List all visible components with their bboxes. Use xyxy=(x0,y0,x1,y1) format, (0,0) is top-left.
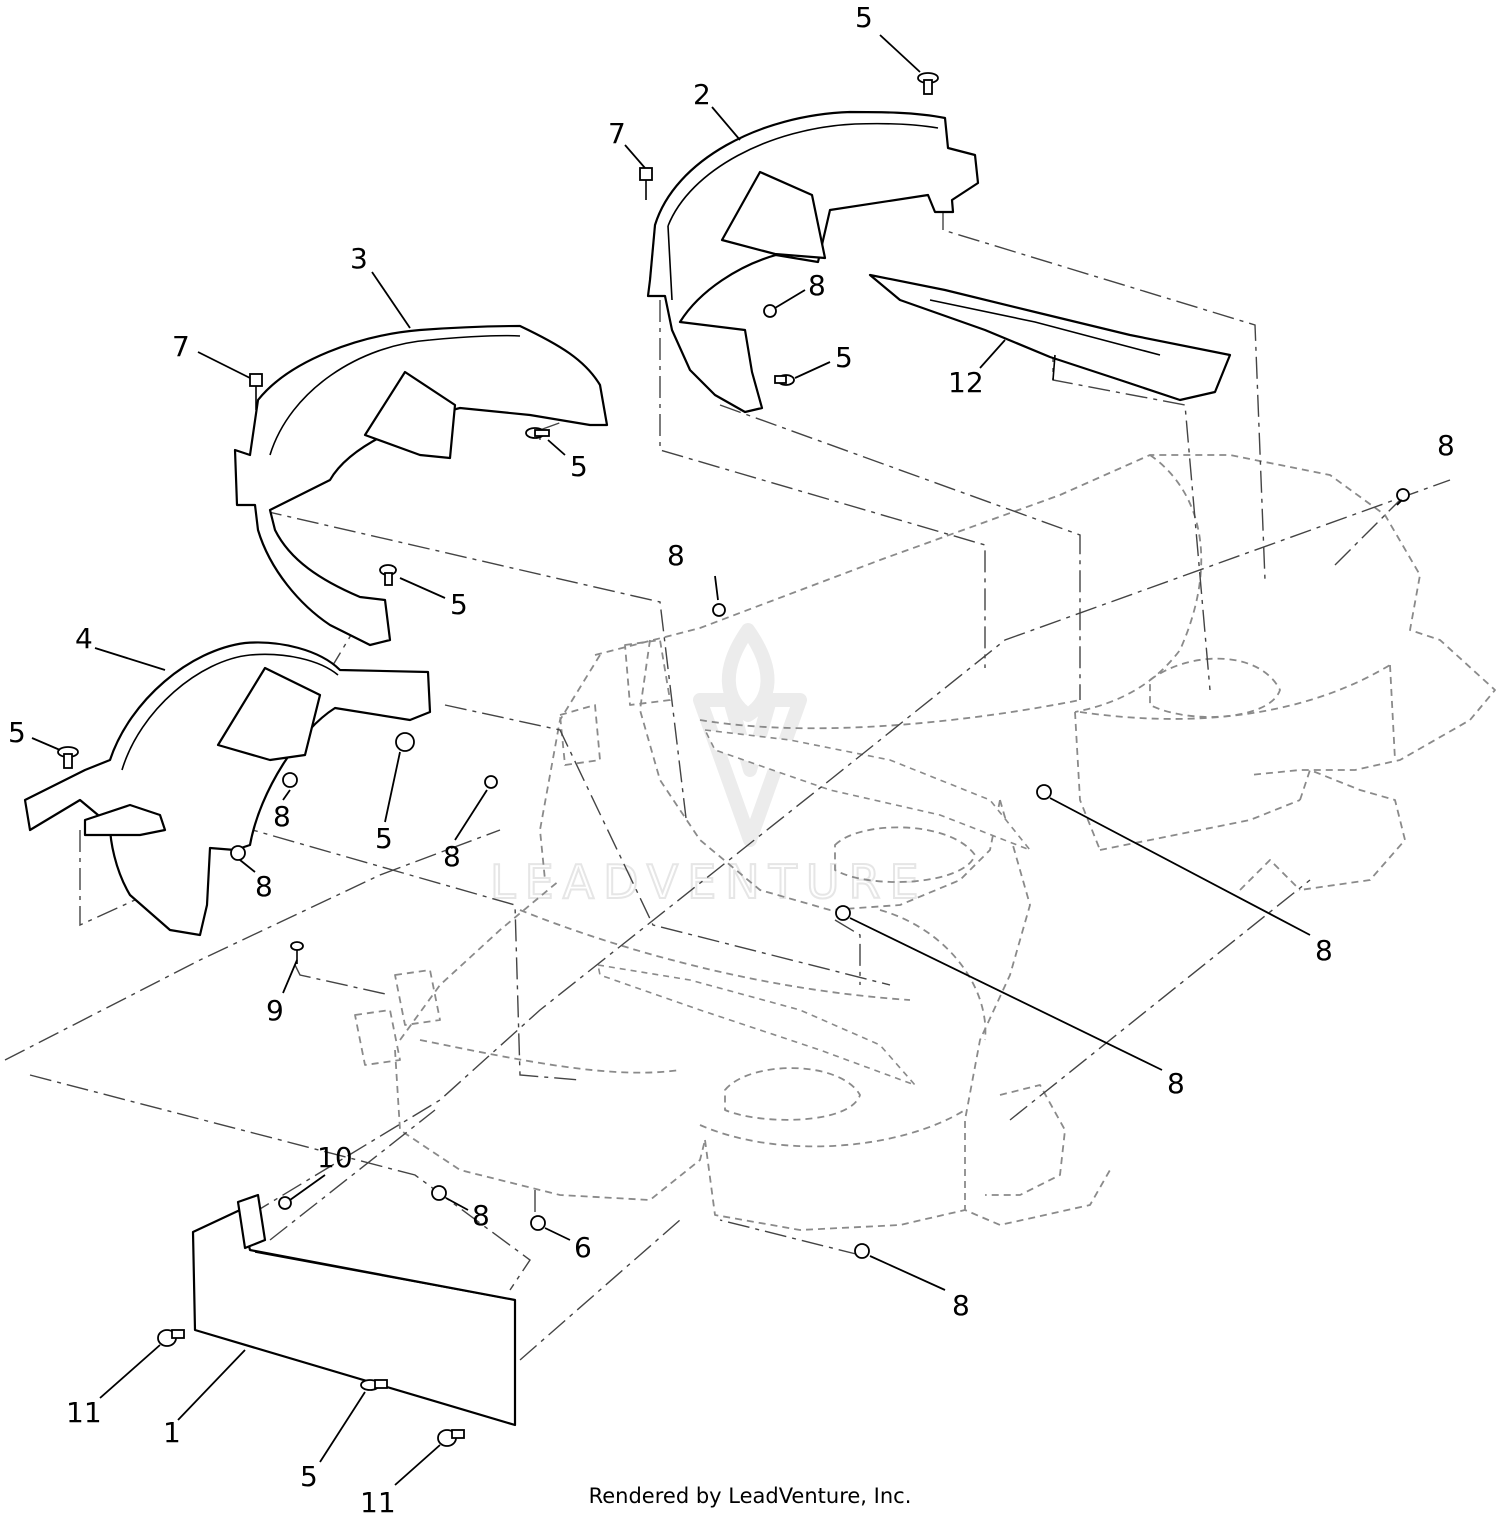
nut-8h xyxy=(835,905,851,921)
callout-5-left: 5 xyxy=(8,716,26,749)
callout-8-right: 8 xyxy=(1437,429,1455,462)
bolt-11b xyxy=(437,1429,465,1447)
callout-8-mid-left: 8 xyxy=(443,840,461,873)
mower-deck-housing xyxy=(354,454,1496,1231)
baffle-part-3 xyxy=(233,324,609,647)
leader-lines xyxy=(31,34,1403,1486)
carriage-bolt-b xyxy=(774,374,795,386)
callout-3: 3 xyxy=(350,242,368,275)
carriage-bolt-e xyxy=(57,746,79,769)
callout-8-deck-center: 8 xyxy=(1167,1067,1185,1100)
bolt-11a xyxy=(157,1329,185,1347)
callout-8-part4: 8 xyxy=(273,800,291,833)
nut-8e xyxy=(484,775,498,789)
blade-part-12 xyxy=(868,273,1232,402)
callout-8-deck-top: 8 xyxy=(667,539,685,572)
callout-6: 6 xyxy=(574,1231,592,1264)
hex-bolt-7b xyxy=(249,373,263,410)
nut-10 xyxy=(278,1196,292,1210)
callout-8-lower: 8 xyxy=(472,1199,490,1232)
nut-8b xyxy=(1396,488,1410,502)
hex-bolt-7a xyxy=(639,167,653,200)
nut-8a xyxy=(763,304,777,318)
carriage-bolt-d xyxy=(395,732,415,752)
baffle-part-2 xyxy=(646,110,980,414)
callout-5-mid: 5 xyxy=(570,450,588,483)
callout-8-bottom-right: 8 xyxy=(952,1289,970,1322)
nut-8g xyxy=(1036,784,1052,800)
callout-5-part4: 5 xyxy=(375,822,393,855)
callout-11-bottom: 11 xyxy=(360,1486,396,1519)
nut-6 xyxy=(530,1215,546,1231)
nut-8f xyxy=(230,845,246,861)
nut-8j xyxy=(854,1243,870,1259)
callout-5-center: 5 xyxy=(450,588,468,621)
nut-8d xyxy=(282,772,298,788)
callout-5-upper: 5 xyxy=(835,341,853,374)
callout-12: 12 xyxy=(948,366,984,399)
callout-1: 1 xyxy=(163,1416,181,1449)
callout-7-upper: 7 xyxy=(608,117,626,150)
callout-5-bottom: 5 xyxy=(300,1460,318,1493)
callout-8-deck-right: 8 xyxy=(1315,934,1333,967)
nut-8c xyxy=(712,603,726,617)
callout-4: 4 xyxy=(75,622,93,655)
carriage-bolt-a xyxy=(525,427,550,439)
callout-5-top: 5 xyxy=(855,1,873,34)
baffle-part-4 xyxy=(23,641,432,937)
callout-9: 9 xyxy=(266,994,284,1027)
carriage-bolt-f xyxy=(360,1379,388,1391)
footer-credit: Rendered by LeadVenture, Inc. xyxy=(588,1484,912,1508)
callout-2: 2 xyxy=(693,78,711,111)
callout-8-upper: 8 xyxy=(808,269,826,302)
carriage-bolt-top xyxy=(917,72,939,95)
nut-8i xyxy=(431,1185,447,1201)
callout-7-mid: 7 xyxy=(172,330,190,363)
bolt-9 xyxy=(290,941,304,964)
callout-labels: 5 2 7 8 5 12 3 7 5 8 5 4 5 8 5 8 8 8 8 9… xyxy=(8,1,1455,1519)
callout-10: 10 xyxy=(317,1141,353,1174)
plate-part-1 xyxy=(191,1193,517,1427)
hardware-items xyxy=(57,72,1410,1447)
watermark-logo xyxy=(693,623,807,847)
callout-11-left: 11 xyxy=(66,1396,102,1429)
callout-8-front-left: 8 xyxy=(255,870,273,903)
carriage-bolt-c xyxy=(379,564,397,586)
watermark-text: LEADVENTURE xyxy=(490,855,928,909)
